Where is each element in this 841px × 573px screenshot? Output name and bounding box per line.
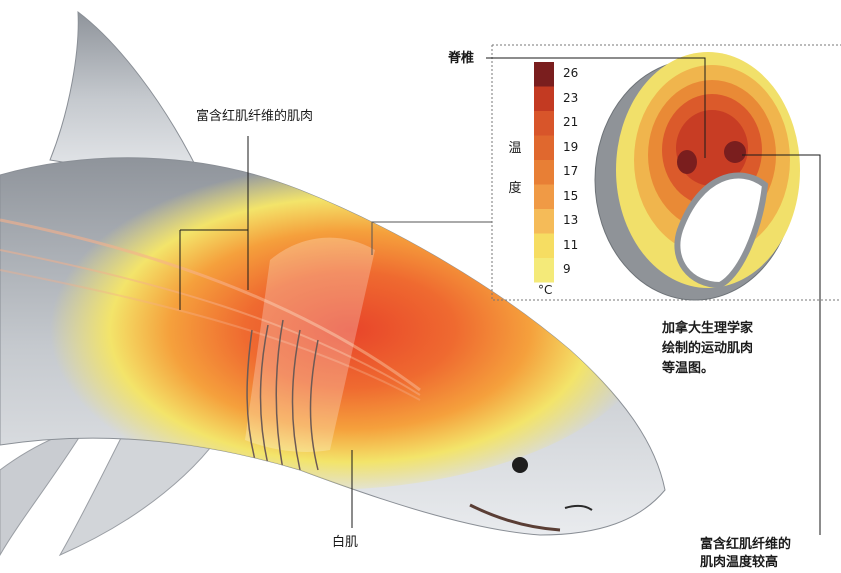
legend-swatch (534, 234, 554, 259)
temperature-title-char-2: 度 (508, 180, 522, 197)
temperature-unit: °C (538, 282, 552, 299)
legend-tick-label: 11 (563, 238, 578, 252)
muscle-heat-overlay (0, 150, 660, 490)
legend-tick-label: 19 (563, 140, 578, 154)
red-muscle-label: 富含红肌纤维的肌肉 (196, 108, 313, 125)
body-cross-section (595, 52, 800, 300)
legend-swatch (534, 209, 554, 234)
spine-label: 脊椎 (448, 50, 474, 67)
legend-tick-label: 23 (563, 91, 578, 105)
legend-swatch (534, 185, 554, 210)
white-muscle-label: 白肌 (332, 534, 358, 551)
legend-tick-label: 17 (563, 164, 578, 178)
legend-swatch (534, 111, 554, 136)
legend-swatch (534, 136, 554, 161)
legend-swatch (534, 160, 554, 185)
legend-swatch (534, 62, 554, 87)
legend-tick-label: 26 (563, 66, 578, 80)
legend-swatch (534, 258, 554, 283)
legend-tick-label: 9 (563, 262, 571, 276)
warm-note-line-1: 富含红肌纤维的 (700, 536, 791, 553)
shark-eye (512, 457, 528, 473)
legend-tick-label: 15 (563, 189, 578, 203)
warm-muscle-right (724, 141, 746, 163)
temperature-legend (534, 62, 554, 283)
temperature-title-char-1: 温 (508, 140, 522, 157)
note-line-3: 等温图。 (662, 360, 714, 377)
legend-tick-label: 21 (563, 115, 578, 129)
note-line-2: 绘制的运动肌肉 (662, 340, 753, 357)
legend-swatch (534, 87, 554, 112)
warm-note-line-2: 肌肉温度较高 (700, 554, 778, 571)
legend-tick-label: 13 (563, 213, 578, 227)
warm-muscle-left (677, 150, 697, 174)
note-line-1: 加拿大生理学家 (662, 320, 753, 337)
